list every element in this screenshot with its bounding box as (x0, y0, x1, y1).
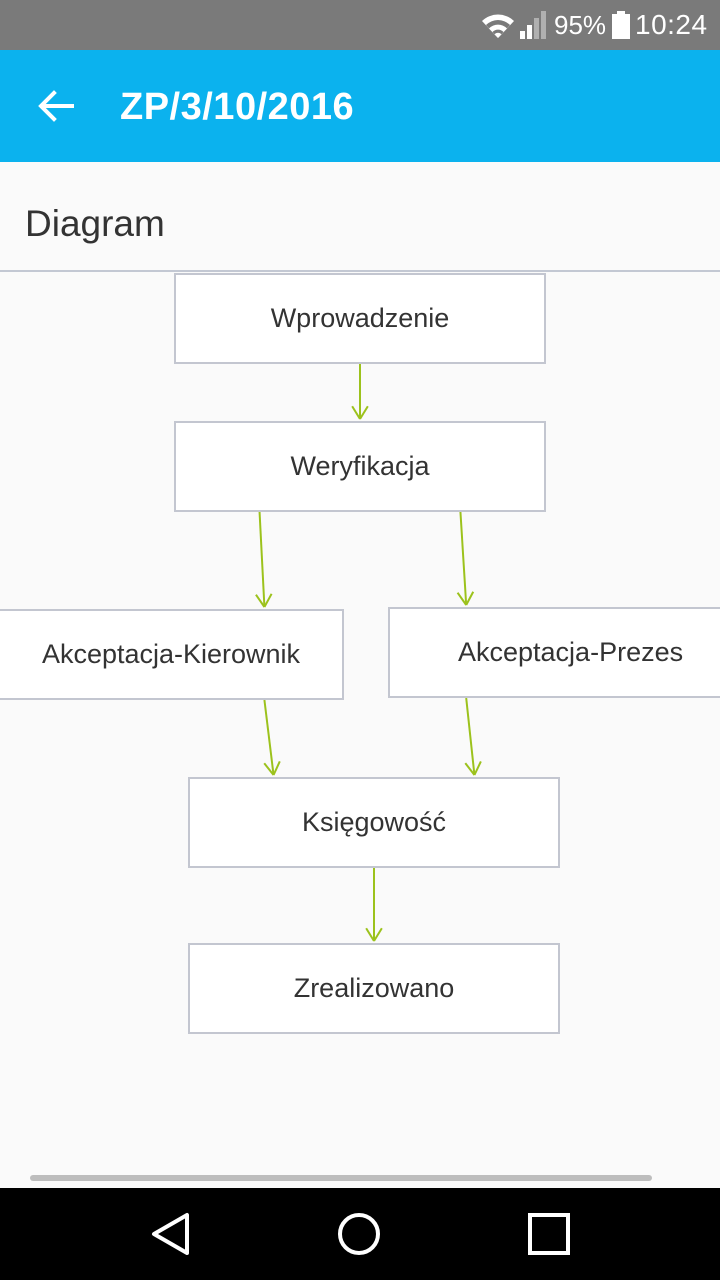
node-ksiegowosc[interactable]: Księgowość (188, 777, 560, 868)
battery-percent: 95% (554, 10, 607, 40)
navigation-bar (0, 1188, 720, 1280)
arrow-weryfikacja-to-akceptacja-prezes (459, 511, 468, 606)
section-header: Diagram (0, 162, 720, 272)
node-akceptacja-prezes[interactable]: Akceptacja-Prezes (388, 607, 720, 698)
back-triangle-icon[interactable] (146, 1209, 196, 1259)
battery-icon (612, 11, 630, 39)
back-button[interactable] (30, 86, 82, 126)
node-label: Weryfikacja (290, 451, 430, 481)
arrow-akceptacja-kierownik-to-ksiegowosc (263, 699, 275, 776)
node-wprowadzenie[interactable]: Wprowadzenie (174, 273, 546, 364)
section-title: Diagram (25, 203, 165, 244)
page-title: ZP/3/10/2016 (120, 86, 355, 128)
diagram-arrows (255, 364, 482, 942)
signal-icon (520, 11, 546, 39)
node-label: Zrealizowano (293, 973, 455, 1003)
wifi-icon (482, 14, 514, 39)
node-label: Akceptacja-Kierownik (41, 639, 301, 669)
node-label: Księgowość (301, 807, 447, 837)
status-bar: 95% 10:24 (0, 0, 720, 50)
arrow-akceptacja-prezes-to-ksiegowosc (465, 697, 476, 776)
horizontal-scrollbar[interactable] (30, 1175, 652, 1181)
node-akceptacja-kierownik[interactable]: Akceptacja-Kierownik (0, 609, 344, 700)
clock: 10:24 (635, 9, 708, 40)
node-zrealizowano[interactable]: Zrealizowano (188, 943, 560, 1034)
recents-square-icon[interactable] (524, 1209, 574, 1259)
node-label: Akceptacja-Prezes (458, 637, 684, 667)
node-weryfikacja[interactable]: Weryfikacja (174, 421, 546, 512)
workflow-diagram: Wprowadzenie Weryfikacja Akceptacja-Kier… (0, 272, 720, 1172)
node-label: Wprowadzenie (270, 303, 450, 333)
app-bar: ZP/3/10/2016 (0, 50, 720, 162)
arrow-weryfikacja-to-akceptacja-kierownik (258, 511, 266, 608)
arrow-left-icon (38, 90, 74, 122)
home-circle-icon[interactable] (334, 1209, 384, 1259)
